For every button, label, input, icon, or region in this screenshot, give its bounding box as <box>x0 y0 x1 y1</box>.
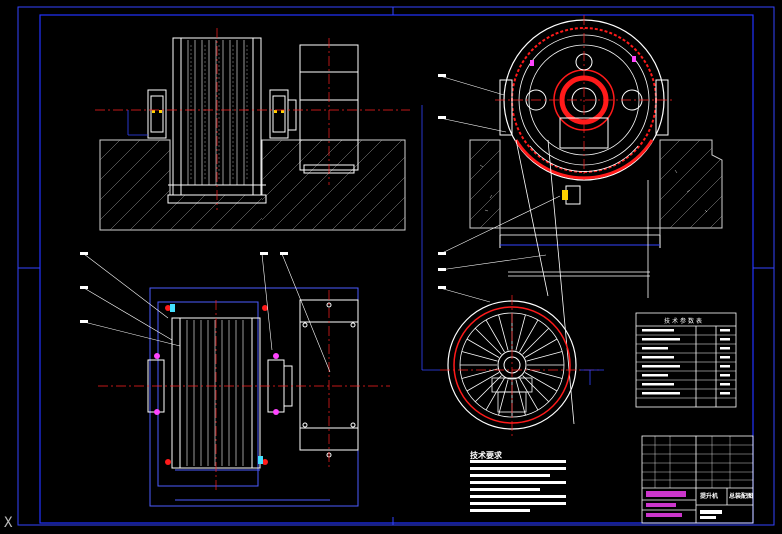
sheave-spoke <box>466 372 500 392</box>
technical-notes-lines <box>470 460 566 512</box>
sheave-spoke <box>485 377 505 411</box>
leader-tags <box>80 74 446 323</box>
parameter-table-cell-value <box>720 383 730 386</box>
parameter-table-cell-value <box>720 347 730 350</box>
sheave-spoke <box>498 379 509 416</box>
frame-tick-marks <box>18 7 774 525</box>
title-block-drawing-name: 提升机 <box>700 493 719 500</box>
parameter-table-cell-text <box>642 365 680 368</box>
front-view-centerlines <box>95 28 410 210</box>
front-view-bearings <box>147 89 297 139</box>
parameter-table-cell-text <box>642 392 680 395</box>
sheave-spoke <box>522 327 550 355</box>
front-view-bearing-accents <box>152 110 284 113</box>
sheave-spoke <box>519 377 539 411</box>
parameter-table-cell-text <box>642 329 674 332</box>
sheave-centerlines <box>440 295 600 438</box>
plan-view-bolts <box>154 304 279 465</box>
side-view-foundation <box>469 139 723 236</box>
parameter-table-cell-text <box>642 383 674 386</box>
plan-view-disc <box>299 299 359 458</box>
drawing-frames <box>17 6 775 526</box>
parameter-table-cell-value <box>720 392 730 395</box>
title-block-fills <box>646 491 722 519</box>
side-view-ropes <box>515 139 649 425</box>
front-view-foundation <box>99 139 406 231</box>
side-view-floor-line <box>508 271 650 277</box>
parameter-table-cell-value <box>720 329 730 332</box>
sheave-spoke <box>461 368 498 379</box>
parameter-table-cell-value <box>720 374 730 377</box>
ucs-x-icon: X <box>4 515 13 531</box>
sheave-spoke <box>522 375 550 403</box>
parameter-table-title: 技术参数表 <box>664 318 705 325</box>
front-view-dimension <box>127 110 148 136</box>
side-view-centerlines <box>495 15 675 180</box>
sheave-spoke <box>498 314 509 351</box>
head-sheave-view <box>421 105 604 438</box>
technical-notes-title: 技术要求 <box>470 451 502 460</box>
sheave-spoke <box>526 368 563 379</box>
front-view <box>95 28 410 231</box>
side-view-leaders <box>439 75 561 303</box>
parameter-table-cell-text <box>642 356 674 359</box>
sheave-spoke <box>526 351 563 362</box>
parameter-table-cell-value <box>720 356 730 359</box>
parameter-table-cell-text <box>642 347 668 350</box>
plan-view-centerlines <box>98 290 390 490</box>
parameter-table-cell-value <box>720 365 730 368</box>
sheave-spoke <box>524 372 558 392</box>
title-block <box>641 435 754 524</box>
title-block-drawing-number: 总装配图 <box>729 493 754 500</box>
plan-view-hidden-outline <box>149 287 359 507</box>
parameter-table-cell-text <box>642 374 668 377</box>
inner-frame <box>39 14 754 524</box>
side-view <box>469 15 723 425</box>
plan-view <box>83 253 390 507</box>
sheave-frame <box>421 105 604 385</box>
sheave-spoke <box>519 319 539 353</box>
sheave-spokes <box>460 313 564 417</box>
sheave-spoke <box>474 375 502 403</box>
sheave-spoke <box>524 338 558 358</box>
parameter-table-cell-value <box>720 338 730 341</box>
sheave-spoke <box>515 314 526 351</box>
plan-view-leaders <box>83 253 331 373</box>
outer-frame <box>17 6 775 526</box>
sheave-spoke <box>474 327 502 355</box>
sheave-spoke <box>461 351 498 362</box>
side-view-accents <box>530 56 636 200</box>
sheave-spoke <box>466 338 500 358</box>
parameter-table-cell-text <box>642 338 680 341</box>
sheave-spoke <box>515 379 526 416</box>
sheave-spoke <box>485 319 505 353</box>
parameter-table <box>635 312 737 408</box>
